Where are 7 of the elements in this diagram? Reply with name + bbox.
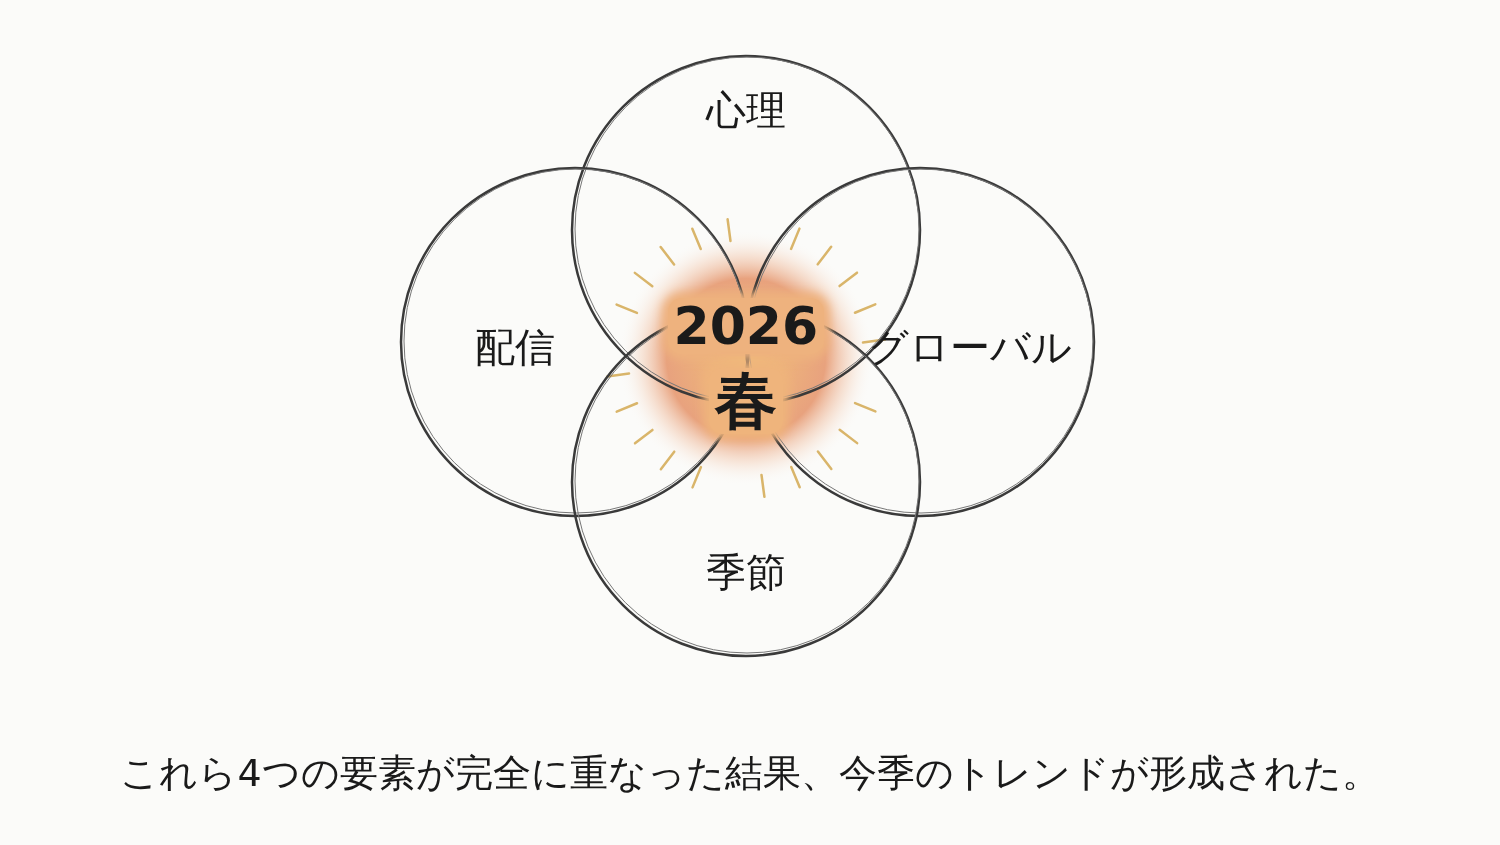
- circle-label: グローバル: [868, 327, 1072, 367]
- year-text: 2026: [667, 298, 825, 354]
- caption: これら4つの要素が完全に重なった結果、今季のトレンドが形成された。: [119, 750, 1381, 797]
- circle-label: 配信: [475, 327, 555, 367]
- season-text: 春: [709, 368, 783, 434]
- circle-label: 心理: [706, 90, 786, 130]
- circle-label: 季節: [706, 552, 786, 592]
